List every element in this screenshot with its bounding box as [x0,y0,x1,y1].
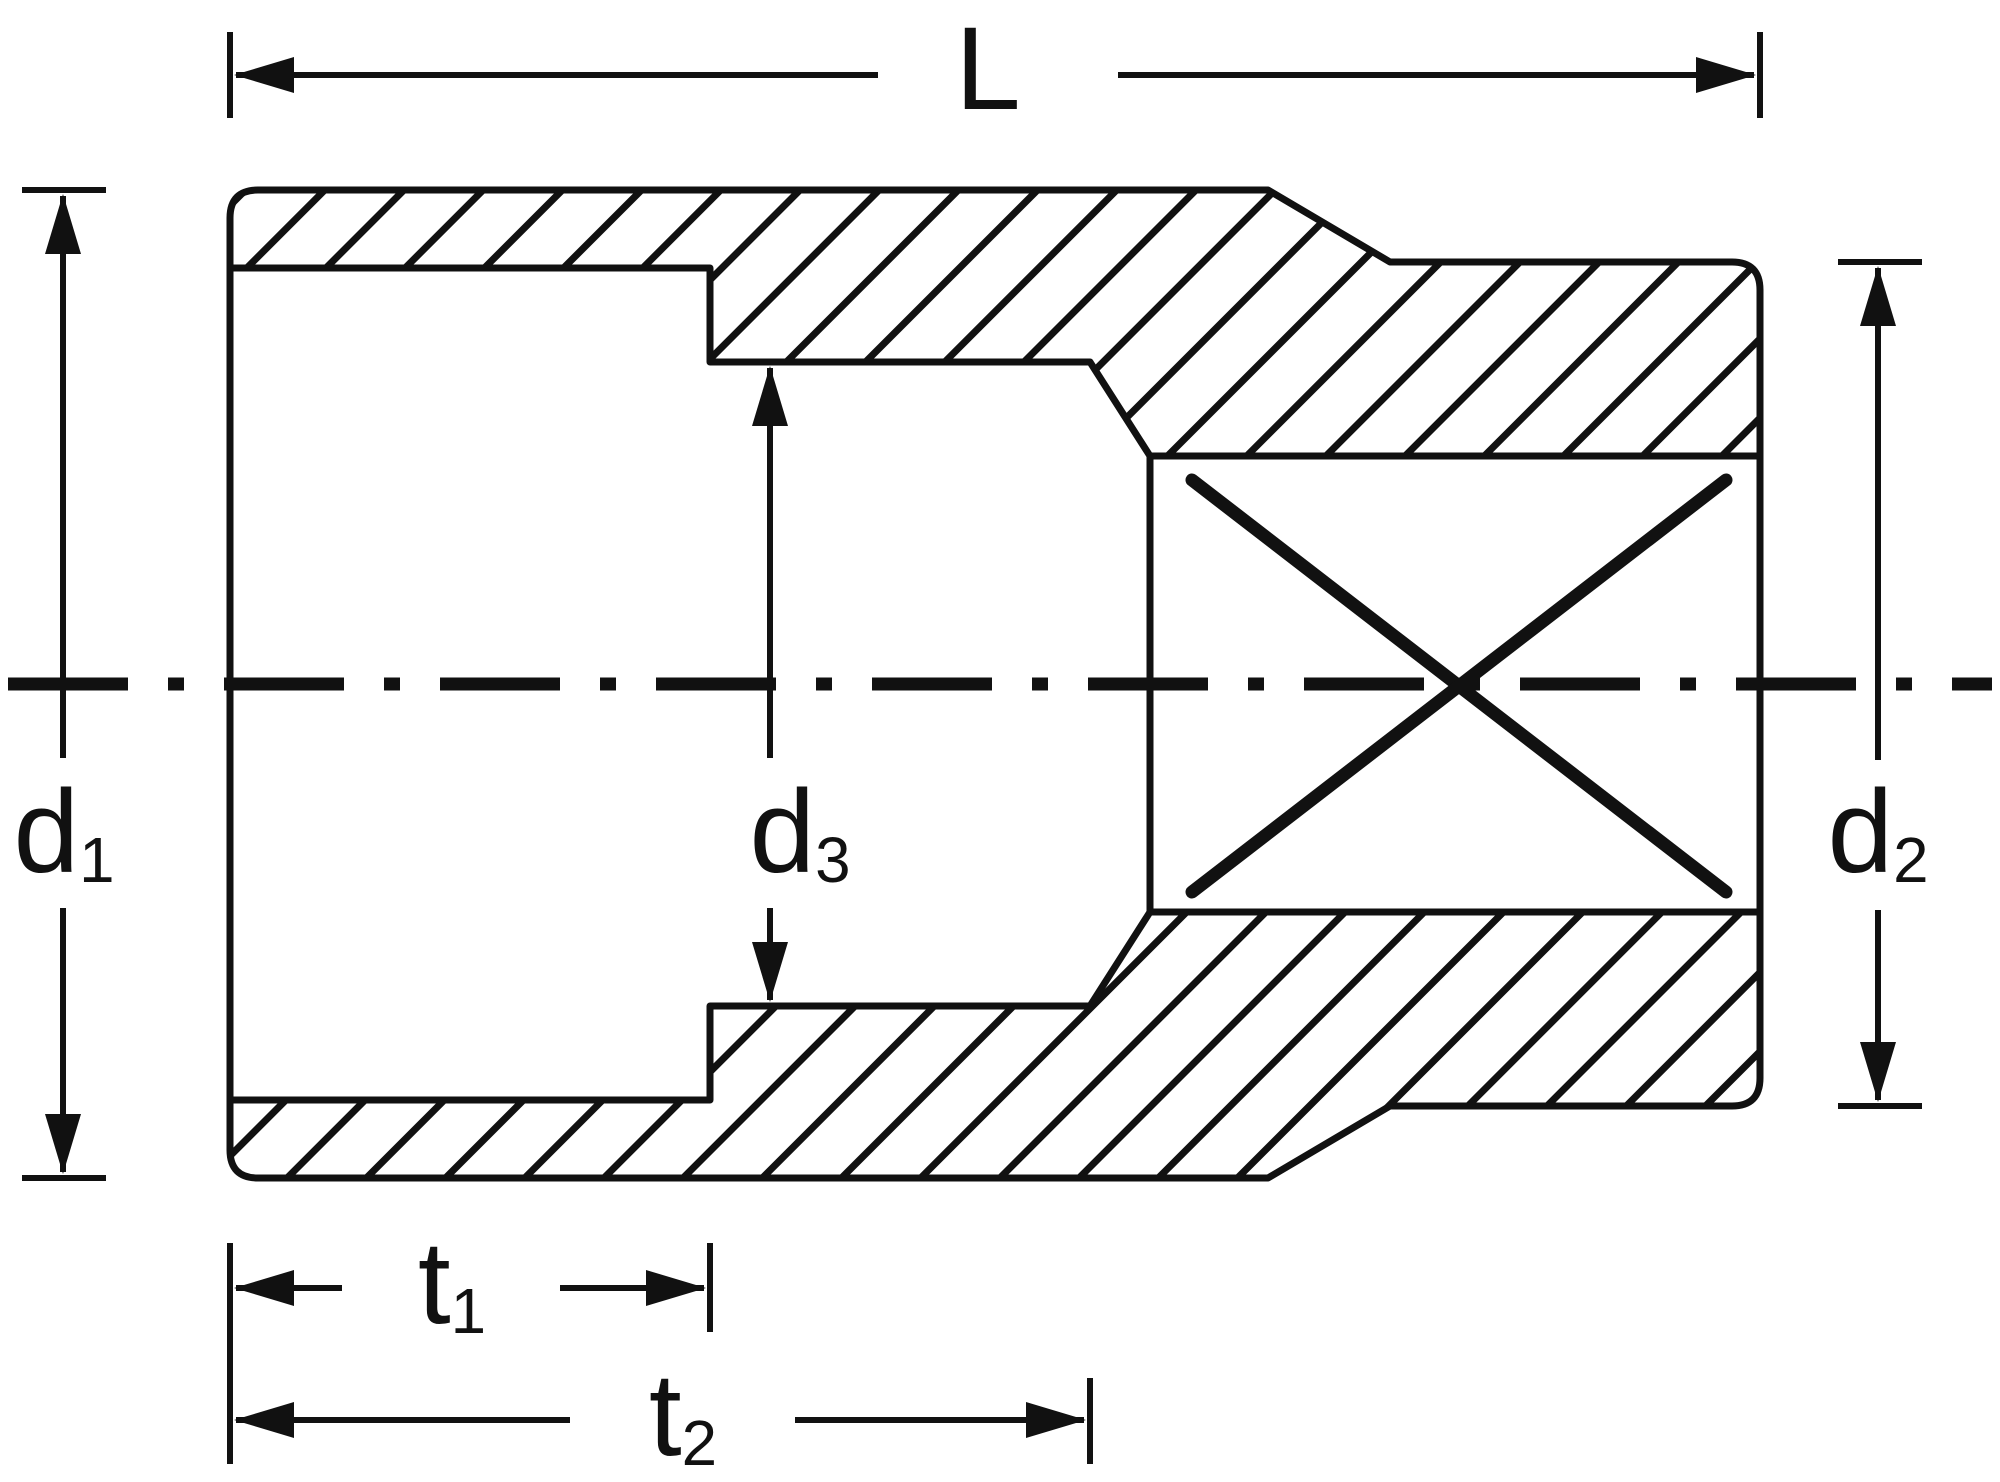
arrowhead-up [1860,266,1896,326]
dimension-length [227,32,1763,118]
dimension-d3 [752,366,788,1002]
arrowhead-left [234,1270,294,1306]
label-d2-main: d [1827,766,1894,899]
arrowhead-right [1026,1402,1086,1438]
lower-wall-section [226,908,1764,1182]
arrowhead-up [752,366,788,426]
arrowhead-down [1860,1042,1896,1102]
dimension-t1 [227,1243,713,1464]
label-t2: t2 [649,1356,717,1476]
label-length: L [955,10,1021,130]
label-d2-sub: 2 [1893,824,1929,897]
dimension-d1 [22,187,106,1181]
arrowhead-down [45,1114,81,1174]
label-d1-sub: 1 [79,824,115,897]
arrowhead-left [234,1402,294,1438]
label-d3-main: d [749,766,816,899]
label-t2-main: t [648,1349,682,1482]
dimension-t2 [234,1378,1093,1464]
label-t1-sub: 1 [450,1275,487,1348]
drive-square-cross [1185,473,1733,899]
arrowhead-left [234,57,294,93]
label-d3-sub: 3 [815,824,851,897]
label-d3: d3 [749,773,850,893]
label-t1: t1 [418,1224,486,1344]
label-length-main: L [955,3,1021,136]
upper-wall-section [226,186,1764,460]
label-d1: d1 [13,773,114,893]
arrowhead-right [646,1270,706,1306]
arrowhead-up [45,194,81,254]
label-t1-main: t [417,1217,451,1350]
label-d2: d2 [1827,773,1928,893]
arrowhead-down [752,942,788,1002]
dimension-d2 [1838,259,1922,1109]
label-t2-sub: 2 [681,1407,718,1480]
arrowhead-right [1696,57,1756,93]
cross-diagonal-2 [1185,473,1733,899]
label-d1-main: d [13,766,80,899]
